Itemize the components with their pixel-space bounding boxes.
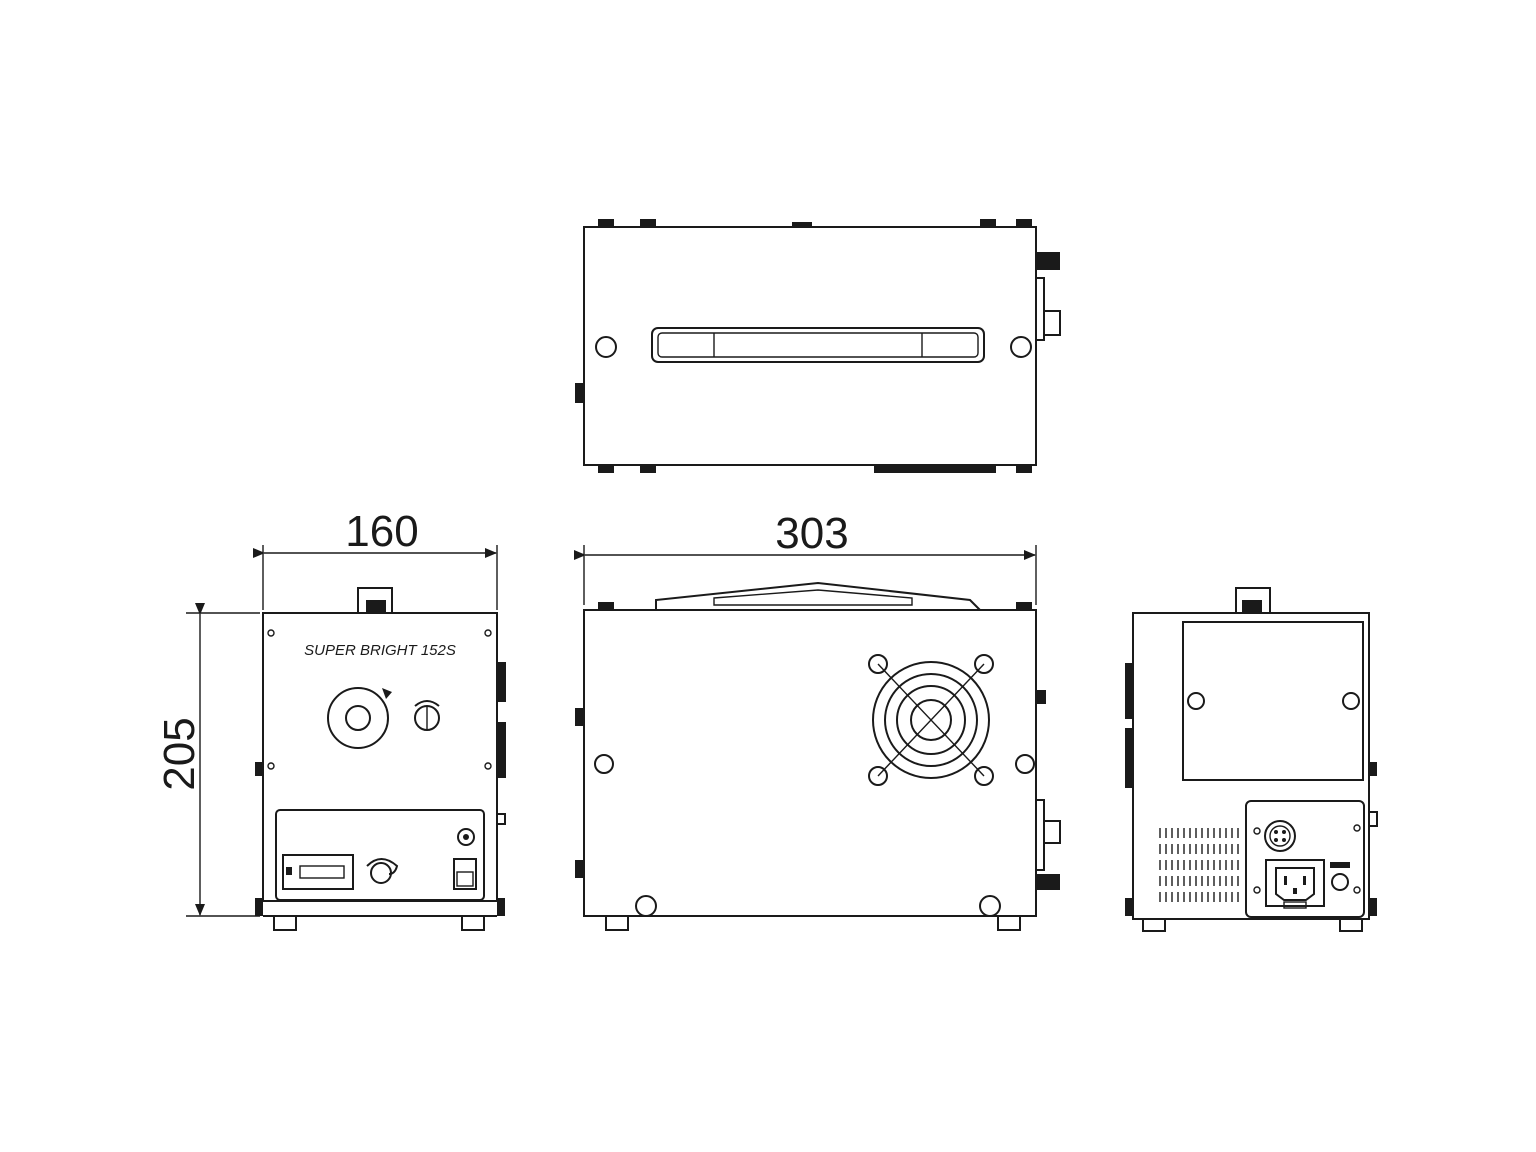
height-value: 205 xyxy=(155,717,204,790)
intensity-knob xyxy=(366,858,399,884)
rear-connector-panel xyxy=(1245,800,1365,918)
light-output-port xyxy=(327,687,392,749)
width-value: 160 xyxy=(345,507,418,556)
rear-view xyxy=(1125,587,1378,932)
dimension-length: 303 xyxy=(574,509,1037,605)
side-view xyxy=(575,581,1061,931)
length-value: 303 xyxy=(775,509,848,558)
lamp-cover-plate xyxy=(1182,621,1364,781)
power-switch xyxy=(453,858,477,890)
lock-knob xyxy=(414,700,440,731)
fan-grille xyxy=(868,654,994,786)
vent-slots xyxy=(1159,828,1239,902)
top-view xyxy=(575,219,1061,473)
remote-connector xyxy=(1264,820,1296,852)
power-inlet xyxy=(1265,859,1325,909)
model-label: SUPER BRIGHT 152S xyxy=(304,642,456,659)
dimension-width: 160 xyxy=(253,507,498,610)
dimension-height: 205 xyxy=(155,603,260,917)
carry-handle xyxy=(651,327,985,363)
control-panel xyxy=(275,809,485,901)
front-view: SUPER BRIGHT 152S xyxy=(255,587,506,931)
